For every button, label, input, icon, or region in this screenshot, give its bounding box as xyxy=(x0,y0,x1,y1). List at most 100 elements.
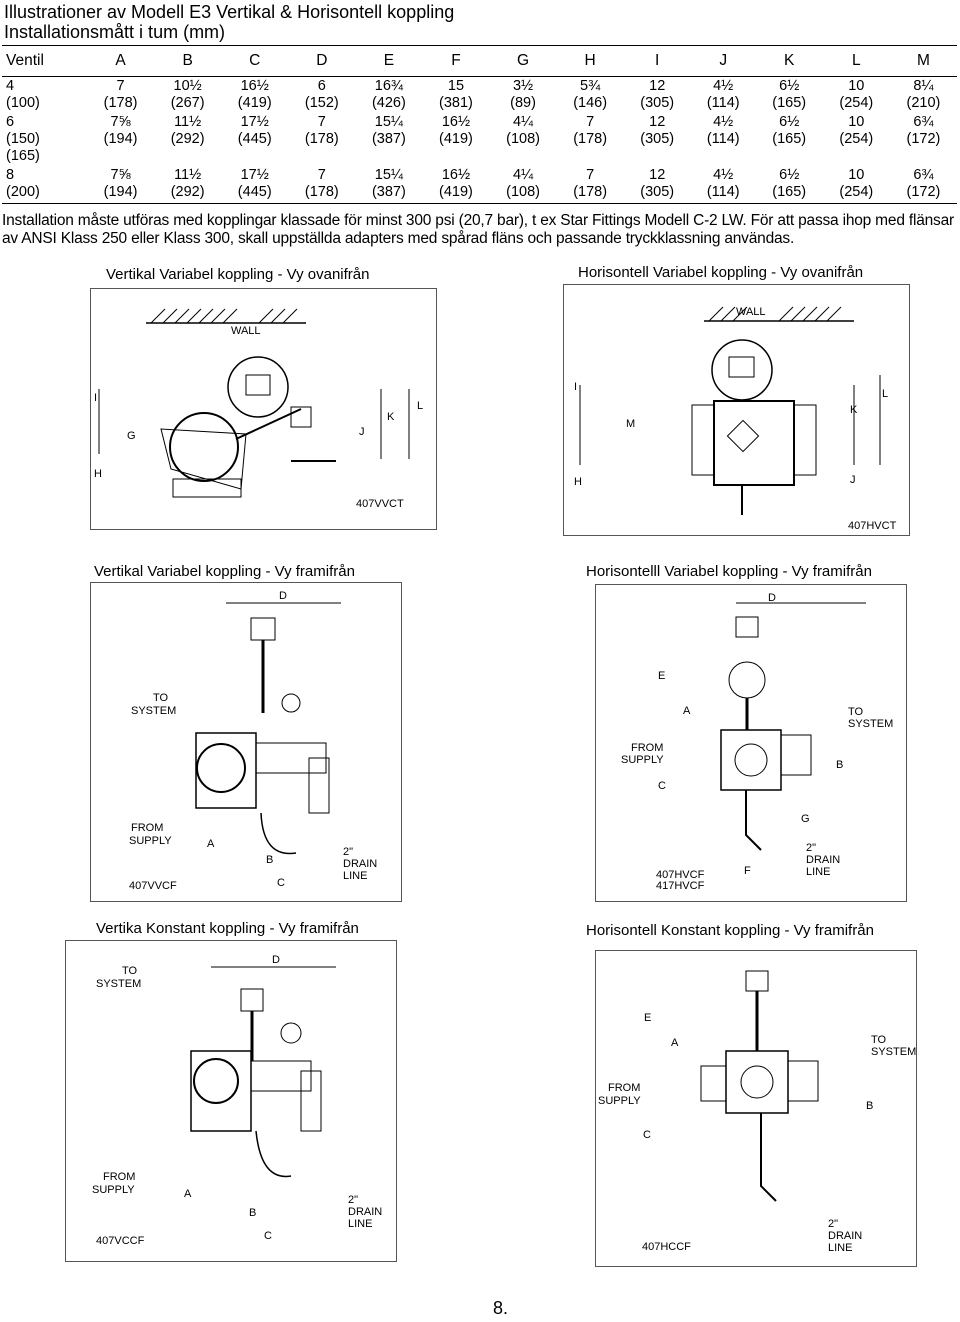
table-row: 4(100)7(178)10½(267)16½(419)6(152)16¾(42… xyxy=(2,77,957,114)
cell-line: 16½ xyxy=(240,78,269,94)
cell-line: 7 xyxy=(317,114,326,130)
table-cell: 6¾(172) xyxy=(889,166,957,204)
cell-line: (419) xyxy=(237,95,272,111)
cell-line: (254) xyxy=(839,95,874,111)
table-cell: 6½(165) xyxy=(755,166,823,204)
column-header: B xyxy=(154,45,222,77)
figure-vertical-front-view: D TO SYSTEM FROM SUPPLY A B C 2" DRAIN L… xyxy=(90,582,402,902)
dim-label-c: C xyxy=(658,780,666,792)
cell-line: 16½ xyxy=(441,167,471,183)
column-header: K xyxy=(755,45,823,77)
table-cell: 15¼(387) xyxy=(355,113,422,166)
page-title: Illustrationer av Modell E3 Vertikal & H… xyxy=(4,2,455,22)
table-cell: 12(305) xyxy=(624,113,691,166)
cell-line: (267) xyxy=(170,95,205,111)
table-cell: 17½(445) xyxy=(221,113,288,166)
cell-line: (194) xyxy=(103,131,138,147)
dim-label-c: C xyxy=(264,1230,272,1242)
dim-label-h: H xyxy=(94,468,102,480)
dim-label-m: M xyxy=(626,418,635,430)
cell-line: (114) xyxy=(706,184,740,200)
figure-vertical-constant-view: D TO SYSTEM FROM SUPPLY A B C 2" DRAIN L… xyxy=(65,940,397,1262)
dim-label-a: A xyxy=(184,1188,192,1200)
dim-label-d: D xyxy=(279,590,287,602)
page-number: 8. xyxy=(493,1298,509,1318)
dim-label-c: C xyxy=(643,1129,651,1141)
horizontal-front-drawing: D E A TO SYSTEM FROM SUPPLY B C G F 2" D… xyxy=(621,592,893,892)
to-system-line1: TO xyxy=(871,1034,887,1046)
dim-label-a: A xyxy=(683,705,691,717)
dim-label-i: I xyxy=(574,381,577,393)
drain-line3: LINE xyxy=(343,870,367,882)
table-cell: 12(305) xyxy=(623,166,691,204)
table-cell: 15¼(387) xyxy=(355,166,423,204)
cell-line: 7⅝ xyxy=(110,167,131,183)
cell-line: (387) xyxy=(371,131,406,147)
vertical-constant-drawing: D TO SYSTEM FROM SUPPLY A B C 2" DRAIN L… xyxy=(92,954,382,1247)
cell-line: 4½ xyxy=(713,167,734,183)
cell-line: (305) xyxy=(640,131,675,147)
cell-line: 12 xyxy=(649,114,666,130)
cell-line: (165) xyxy=(6,148,40,164)
dim-label-d: D xyxy=(768,592,776,604)
figure-horizontal-constant-view: E A TO SYSTEM FROM SUPPLY B C 2" DRAIN L… xyxy=(595,950,917,1267)
to-system-line2: SYSTEM xyxy=(96,978,141,990)
table-cell: 6(152) xyxy=(288,77,355,114)
wall-label: WALL xyxy=(736,306,766,318)
cell-line: 4¼ xyxy=(512,114,534,130)
cell-line: (292) xyxy=(170,184,205,200)
drain-line3: LINE xyxy=(348,1218,372,1230)
cell-line: 10 xyxy=(848,167,865,183)
drawing-code: 407HCCF xyxy=(642,1241,691,1253)
cell-line: 7 xyxy=(116,78,125,94)
cell-line: (254) xyxy=(839,131,874,147)
cell-line: (114) xyxy=(706,95,740,111)
cell-line: 15¼ xyxy=(374,167,403,183)
dim-label-b: B xyxy=(249,1207,256,1219)
table-cell: 16½(419) xyxy=(422,113,489,166)
cell-line: 6¾ xyxy=(913,167,934,183)
column-header: I xyxy=(623,45,691,77)
table-cell: 8¼(210) xyxy=(890,77,957,114)
horizontal-top-drawing: WALL I M H K L J 407HVCT xyxy=(574,306,897,532)
drawing-code: 407VVCT xyxy=(356,498,404,510)
cell-line: (152) xyxy=(304,95,339,111)
cell-line: 6¾ xyxy=(913,114,934,130)
cell-line: (150) xyxy=(6,131,40,147)
column-header: E xyxy=(355,45,423,77)
cell-line: (89) xyxy=(510,95,536,111)
table-cell: 7⅝(194) xyxy=(87,166,155,204)
from-supply-line2: SUPPLY xyxy=(92,1184,135,1196)
cell-line: 5¾ xyxy=(580,78,601,94)
drain-line3: LINE xyxy=(806,866,830,878)
cell-line: (178) xyxy=(103,95,138,111)
dim-label-e: E xyxy=(658,670,665,682)
column-header: D xyxy=(288,45,356,77)
table-cell: 6½(165) xyxy=(756,113,823,166)
column-header: C xyxy=(221,45,289,77)
cell-line: 10 xyxy=(848,78,865,94)
figure-horizontal-front-view: D E A TO SYSTEM FROM SUPPLY B C G F 2" D… xyxy=(595,584,907,902)
dim-label-g: G xyxy=(801,813,810,825)
dim-label-a: A xyxy=(207,838,215,850)
to-system-line1: TO xyxy=(153,692,169,704)
table-cell: 7⅝(194) xyxy=(87,113,154,166)
drawing-code: 407HVCT xyxy=(848,520,897,532)
table-cell: 6½(165) xyxy=(756,77,823,114)
dim-label-a: A xyxy=(671,1037,679,1049)
table-cell: 5¾(146) xyxy=(557,77,624,114)
cell-line: 15¼ xyxy=(374,114,403,130)
cell-line: 4 xyxy=(6,78,15,94)
from-supply-line1: FROM xyxy=(131,822,163,834)
installation-note: Installation måste utföras med kopplinga… xyxy=(2,212,954,247)
drawing-code-2: 417HVCF xyxy=(656,880,705,892)
table-cell: 7(178) xyxy=(87,77,154,114)
figure-horizontal-top-view: WALL I M H K L J 407HVCT xyxy=(563,284,910,536)
table-cell: 4¼(108) xyxy=(490,113,557,166)
cell-line: 8¼ xyxy=(913,78,934,94)
cell-line: 8 xyxy=(6,167,15,183)
cell-line: (108) xyxy=(506,131,540,147)
dim-label-b: B xyxy=(866,1100,873,1112)
from-supply-line2: SUPPLY xyxy=(129,835,172,847)
from-supply-line2: SUPPLY xyxy=(621,754,664,766)
